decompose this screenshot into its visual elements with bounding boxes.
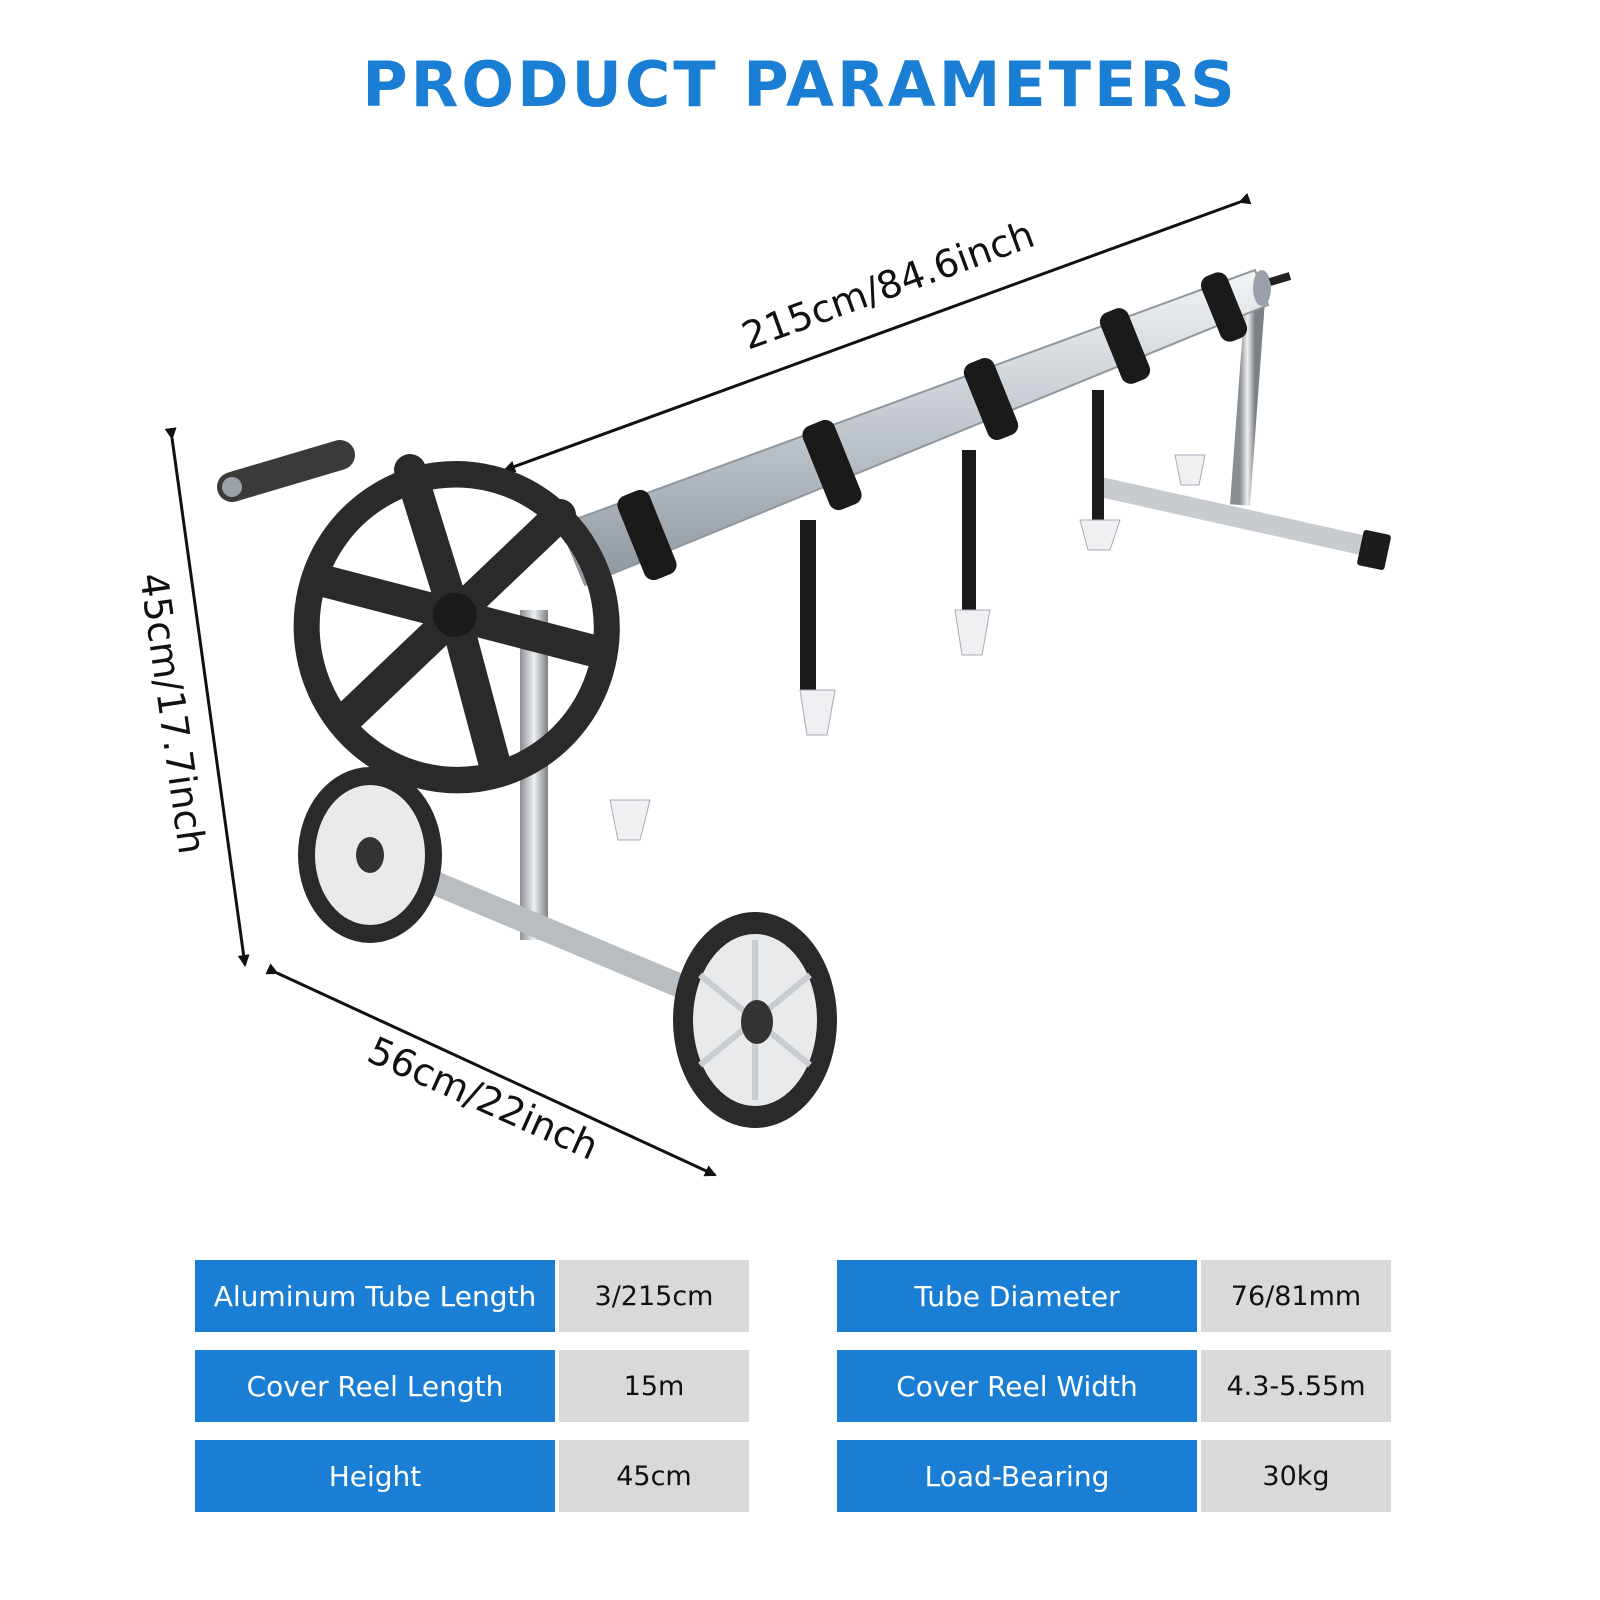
param-label: Cover Reel Length bbox=[195, 1350, 555, 1422]
param-label: Aluminum Tube Length bbox=[195, 1260, 555, 1332]
param-label: Load-Bearing bbox=[837, 1440, 1197, 1512]
ground-wheel-right bbox=[673, 912, 837, 1128]
aluminum-tube bbox=[558, 268, 1292, 587]
param-label: Tube Diameter bbox=[837, 1260, 1197, 1332]
page-title: PRODUCT PARAMETERS bbox=[362, 48, 1238, 121]
param-label: Height bbox=[195, 1440, 555, 1512]
param-row: Cover Reel Length 15m bbox=[195, 1350, 749, 1422]
length-dimension-label: 215cm/84.6inch bbox=[736, 212, 1040, 359]
param-row: Load-Bearing 30kg bbox=[837, 1440, 1391, 1512]
param-label: Cover Reel Width bbox=[837, 1350, 1197, 1422]
height-dimension-label: 45cm/17.7inch bbox=[131, 570, 214, 857]
right-stand bbox=[1095, 299, 1391, 570]
param-value: 76/81mm bbox=[1201, 1260, 1391, 1332]
param-value: 30kg bbox=[1201, 1440, 1391, 1512]
param-row: Tube Diameter 76/81mm bbox=[837, 1260, 1391, 1332]
param-row: Height 45cm bbox=[195, 1440, 749, 1512]
param-value: 3/215cm bbox=[559, 1260, 749, 1332]
dimension-arrows bbox=[164, 192, 1252, 1177]
hand-wheel bbox=[217, 440, 620, 794]
param-row: Cover Reel Width 4.3-5.55m bbox=[837, 1350, 1391, 1422]
left-stand bbox=[368, 610, 726, 1011]
param-row: Aluminum Tube Length 3/215cm bbox=[195, 1260, 749, 1332]
param-value: 45cm bbox=[559, 1440, 749, 1512]
width-dimension-label: 56cm/22inch bbox=[361, 1028, 605, 1169]
param-value: 4.3-5.55m bbox=[1201, 1350, 1391, 1422]
param-value: 15m bbox=[559, 1350, 749, 1422]
ground-wheel-left bbox=[298, 767, 442, 943]
tube-straps bbox=[609, 272, 1248, 841]
